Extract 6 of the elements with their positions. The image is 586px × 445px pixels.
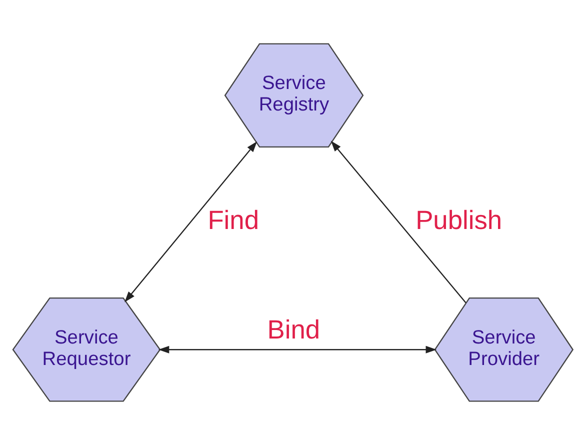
edge-label: Find [208, 205, 260, 236]
edge-label: Bind [267, 314, 320, 344]
arrow [124, 141, 258, 302]
edge-label: Publish [416, 205, 502, 236]
arrow [158, 346, 437, 354]
arrow [330, 140, 466, 304]
